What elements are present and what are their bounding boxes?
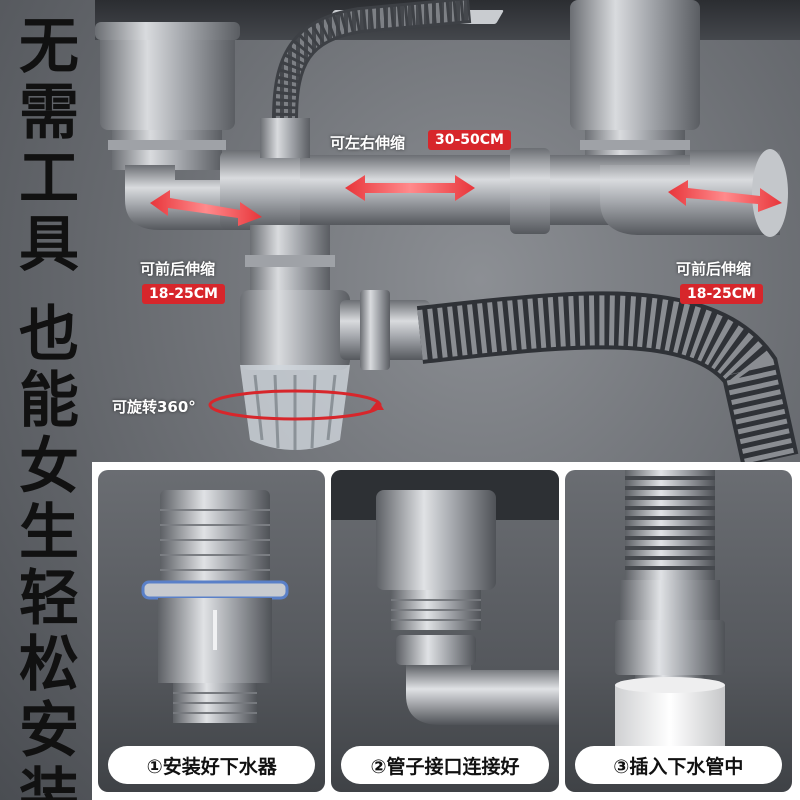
title-char: 松 — [19, 630, 79, 700]
trap-body — [240, 290, 350, 370]
step-1-image — [141, 490, 289, 723]
title-char: 装 — [19, 762, 79, 800]
step-3-image — [614, 470, 725, 765]
title-char: 需 — [19, 78, 79, 148]
step-2-label: ②管子接口连接好 — [341, 746, 549, 784]
callout-front-back-right-badge: 18-25CM — [680, 284, 763, 304]
title-char: 能 — [19, 366, 79, 436]
step-1-panel: ①安装好下水器 — [98, 470, 326, 792]
installation-steps: ①安装好下水器 ②管 — [92, 462, 800, 800]
right-drain-basket — [570, 0, 700, 170]
side-title: 无 需 工 具 也 能 女 生 轻 松 安 装 — [6, 14, 92, 800]
title-char: 工 — [19, 144, 79, 214]
title-char: 轻 — [19, 564, 79, 634]
title-char: 女 — [19, 432, 79, 502]
title-char: 具 — [19, 210, 79, 280]
arrow-front-back-right — [668, 180, 782, 212]
arrow-front-back-left — [150, 190, 262, 226]
title-char: 生 — [19, 498, 79, 568]
step-1-label: ①安装好下水器 — [108, 746, 316, 784]
callout-rotate-text: 可旋转360° — [112, 398, 196, 416]
callout-front-back-right-text: 可前后伸缩 — [676, 260, 752, 278]
arrow-left-right — [345, 175, 475, 201]
drain-pipe-illustration — [95, 0, 799, 467]
title-char: 也 — [19, 300, 79, 370]
left-drain-basket — [95, 22, 240, 170]
callout-left-right-badge: 30-50CM — [428, 130, 511, 150]
step-2-image — [331, 470, 559, 725]
title-char: 无 — [19, 12, 79, 82]
step-2-panel: ②管子接口连接好 — [331, 470, 559, 792]
callout-front-back-left-badge: 18-25CM — [142, 284, 225, 304]
step-3-panel: ③插入下水管中 — [564, 470, 792, 792]
title-char: 安 — [19, 696, 79, 766]
step-3-label: ③插入下水管中 — [574, 746, 782, 784]
callout-front-back-left-text: 可前后伸缩 — [140, 260, 216, 278]
callout-left-right-text: 可左右伸缩 — [330, 134, 406, 152]
